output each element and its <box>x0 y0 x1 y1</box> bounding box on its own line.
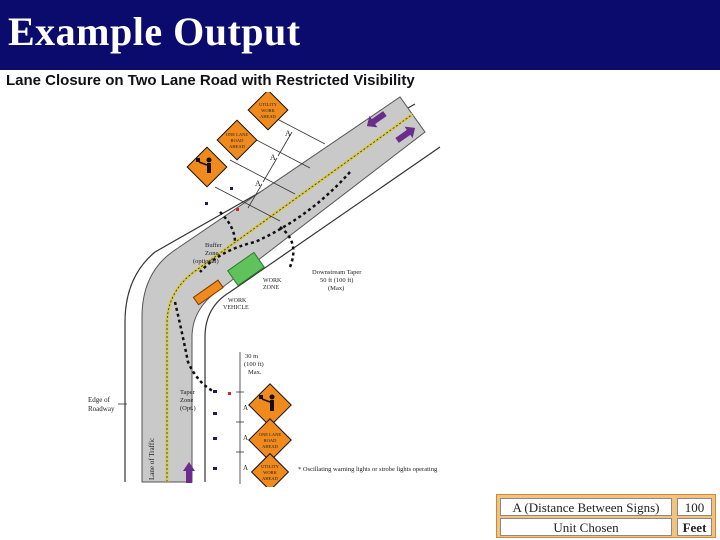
info-panel: A (Distance Between Signs) 100 Unit Chos… <box>496 494 716 538</box>
label-buffer-2: Zone <box>205 250 218 257</box>
label-distance-2: (100 ft) <box>244 361 264 368</box>
sign-utility-work-ahead-lower <box>250 452 290 487</box>
unit-label-cell: Unit Chosen <box>500 518 672 536</box>
label-downstream-1: Downstream Taper <box>312 269 362 276</box>
slide-title: Example Output <box>8 9 301 54</box>
arrow-top-left <box>366 111 387 128</box>
label-work-zone-1: WORK <box>263 278 282 284</box>
work-vehicle <box>192 279 224 306</box>
label-work-zone-2: ZONE <box>263 285 279 291</box>
sign-text-one-lane-lower-3: AHEAD <box>262 444 278 449</box>
road-surface <box>141 96 426 483</box>
cone-markers <box>205 187 233 470</box>
sign-text-one-lane-1: ONE LANE <box>226 132 249 137</box>
label-work-vehicle-1: WORK <box>228 298 247 304</box>
label-downstream-2: 50 ft (100 ft) <box>320 277 353 284</box>
sign-text-utility-lower-2: WORK <box>263 470 277 475</box>
edge-line-right <box>204 146 441 482</box>
distance-value-cell: 100 <box>677 498 712 516</box>
sign-text-utility-lower-3: AHEAD <box>262 476 278 481</box>
label-taper-lower-1: Taper <box>180 389 196 396</box>
dimension-lower <box>236 391 244 484</box>
arrow-top-right <box>395 126 416 143</box>
sign-text-one-lane-2: ROAD <box>231 138 245 143</box>
lane-closure-diagram: A A A UTILITY WORK AHEAD ONE LANE ROAD A… <box>88 92 441 487</box>
sign-one-lane-road-upper <box>216 119 258 161</box>
label-distance-1: 30 m <box>245 353 258 360</box>
dim-label-a4: A <box>243 404 248 412</box>
flagger-icon-lower <box>259 394 275 411</box>
arrow-bottom <box>183 462 195 483</box>
sign-utility-work-ahead-upper <box>247 92 289 131</box>
label-work-vehicle-2: VEHICLE <box>223 305 249 311</box>
sign-text-utility-lower-1: UTILITY <box>261 464 279 469</box>
label-distance-3: Max. <box>248 369 262 376</box>
sign-text-utility-1: UTILITY <box>259 102 277 107</box>
label-downstream-3: (Max) <box>328 285 344 292</box>
header-bar: Example Output <box>0 0 720 70</box>
label-taper-lower-3: (Opt.) <box>180 405 196 412</box>
sign-one-lane-road-lower <box>248 418 292 462</box>
unit-value-cell: Feet <box>677 518 712 536</box>
sign-text-utility-3: AHEAD <box>260 114 276 119</box>
sign-text-one-lane-lower-2: ROAD <box>264 438 278 443</box>
taper-upper <box>199 171 351 273</box>
label-buffer-1: Buffer <box>205 242 223 249</box>
flagger-icon <box>196 157 212 173</box>
label-taper-lower-2: Zone <box>180 397 193 404</box>
edge-line-left <box>124 103 416 482</box>
taper-lower <box>173 301 216 394</box>
dim-label-a3: A <box>255 179 261 188</box>
footnote: * Oscillating warning lights or strobe l… <box>298 466 438 473</box>
sign-text-one-lane-3: AHEAD <box>229 144 245 149</box>
dim-label-a5: A <box>243 434 248 442</box>
label-travel-lane: Lane of Traffic <box>148 438 156 480</box>
sign-text-utility-2: WORK <box>261 108 275 113</box>
distance-label-cell: A (Distance Between Signs) <box>500 498 672 516</box>
dim-label-a2: A <box>270 153 276 162</box>
label-edge-1: Edge of <box>88 396 111 404</box>
label-edge-2: Roadway <box>88 405 115 413</box>
work-zone <box>227 251 265 287</box>
sign-text-one-lane-lower-1: ONE LANE <box>259 432 282 437</box>
dim-label-a1: A <box>285 129 291 138</box>
dim-label-a6: A <box>243 464 248 472</box>
label-buffer-3: (optional) <box>193 258 219 265</box>
diagram-title: Lane Closure on Two Lane Road with Restr… <box>6 72 415 89</box>
